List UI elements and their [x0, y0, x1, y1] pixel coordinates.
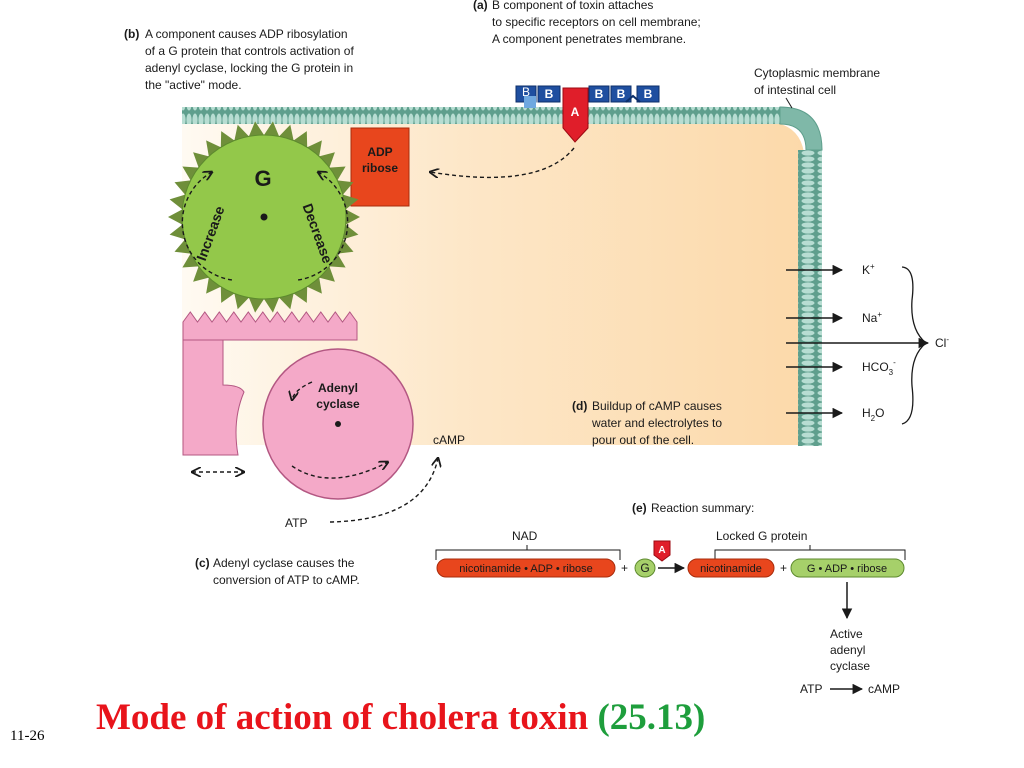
membrane-label: Cytoplasmic membrane of intestinal cell: [754, 66, 880, 109]
svg-text:water and electrolytes to: water and electrolytes to: [591, 416, 722, 430]
svg-text:NAD: NAD: [512, 529, 538, 543]
svg-text:B: B: [617, 87, 626, 101]
svg-text:B: B: [522, 85, 530, 99]
adp-label: ADP: [367, 145, 392, 159]
svg-text:+: +: [780, 561, 787, 575]
receptor-sawtooth: [182, 311, 358, 456]
svg-text:B component of toxin attaches: B component of toxin attaches: [492, 0, 653, 12]
toxin-b-subunits: B B B B B: [515, 85, 660, 108]
adp-transfer-arrow: [430, 147, 575, 177]
reaction-summary: (e) Reaction summary: NAD Locked G prote…: [435, 501, 906, 696]
atp-camp-arrow: [329, 458, 438, 523]
svg-text:(c): (c): [195, 556, 210, 570]
svg-text:Adenyl cyclase causes the: Adenyl cyclase causes the: [213, 556, 355, 570]
svg-text:Locked G protein: Locked G protein: [716, 529, 807, 543]
svg-text:(e): (e): [632, 501, 647, 515]
svg-text:A: A: [658, 545, 665, 556]
slide-title: Mode of action of cholera toxin (25.13): [96, 696, 705, 739]
note-a: (a) B component of toxin attaches to spe…: [473, 0, 701, 46]
svg-text:adenyl: adenyl: [830, 643, 865, 657]
svg-text:B: B: [595, 87, 604, 101]
svg-text:ATP: ATP: [800, 682, 822, 696]
svg-text:B: B: [545, 87, 554, 101]
svg-text:(b): (b): [124, 27, 139, 41]
note-c: (c) Adenyl cyclase causes the conversion…: [195, 556, 360, 587]
g-protein-label: G: [254, 166, 271, 191]
svg-text:G: G: [640, 561, 649, 575]
svg-text:(d): (d): [572, 399, 587, 413]
svg-text:Active: Active: [830, 627, 863, 641]
toxin-a-label: A: [571, 105, 580, 119]
ribose-label: ribose: [362, 161, 398, 175]
electrolyte-labels: K+ Na+ Cl- HCO3- H2O: [862, 262, 949, 423]
slide-number: 11-26: [10, 728, 45, 744]
svg-text:adenyl cyclase, locking the G: adenyl cyclase, locking the G protein in: [145, 61, 353, 75]
svg-text:A component penetrates membran: A component penetrates membrane.: [492, 32, 686, 46]
camp-label: cAMP: [433, 433, 465, 447]
adenyl-label: Adenyl: [318, 381, 358, 395]
electrolyte-arrows: [786, 264, 930, 425]
svg-text:pour out of the cell.: pour out of the cell.: [592, 433, 694, 447]
svg-text:H2O: H2O: [862, 406, 884, 423]
adp-ribose-block: [350, 127, 410, 207]
svg-text:Cl-: Cl-: [935, 335, 949, 350]
cell-membrane-side: [798, 150, 822, 446]
svg-text:G • ADP • ribose: G • ADP • ribose: [807, 563, 887, 575]
svg-text:nicotinamide • ADP • ribose: nicotinamide • ADP • ribose: [459, 563, 592, 575]
note-d: (d) Buildup of cAMP causes water and ele…: [572, 399, 722, 447]
svg-text:of intestinal cell: of intestinal cell: [754, 83, 836, 97]
svg-text:cAMP: cAMP: [868, 682, 900, 696]
svg-text:the "active" mode.: the "active" mode.: [145, 78, 242, 92]
slide-title-ref: (25.13): [597, 697, 706, 738]
slide-title-text: Mode of action of cholera toxin: [96, 697, 589, 738]
cyclase-label: cyclase: [316, 397, 360, 411]
toxin-a-subunit: [562, 87, 589, 143]
note-b: (b) A component causes ADP ribosylation …: [124, 27, 354, 92]
svg-text:HCO3-: HCO3-: [862, 358, 896, 377]
atp-label: ATP: [285, 516, 307, 530]
svg-text:Na+: Na+: [862, 310, 882, 325]
svg-text:of a G protein that controls a: of a G protein that controls activation …: [145, 44, 354, 58]
svg-text:cyclase: cyclase: [830, 659, 870, 673]
svg-text:conversion of ATP to cAMP.: conversion of ATP to cAMP.: [213, 573, 360, 587]
svg-text:(a): (a): [473, 0, 488, 12]
cell-membrane: [182, 107, 782, 124]
svg-text:K+: K+: [862, 262, 875, 277]
svg-text:nicotinamide: nicotinamide: [700, 563, 762, 575]
svg-text:Reaction summary:: Reaction summary:: [651, 501, 754, 515]
svg-text:B: B: [644, 87, 653, 101]
svg-text:Cytoplasmic membrane: Cytoplasmic membrane: [754, 66, 880, 80]
svg-text:to specific receptors on cell: to specific receptors on cell membrane;: [492, 15, 701, 29]
svg-text:A component causes ADP ribosyl: A component causes ADP ribosylation: [145, 27, 348, 41]
svg-text:Buildup of cAMP causes: Buildup of cAMP causes: [592, 399, 722, 413]
svg-text:+: +: [621, 561, 628, 575]
